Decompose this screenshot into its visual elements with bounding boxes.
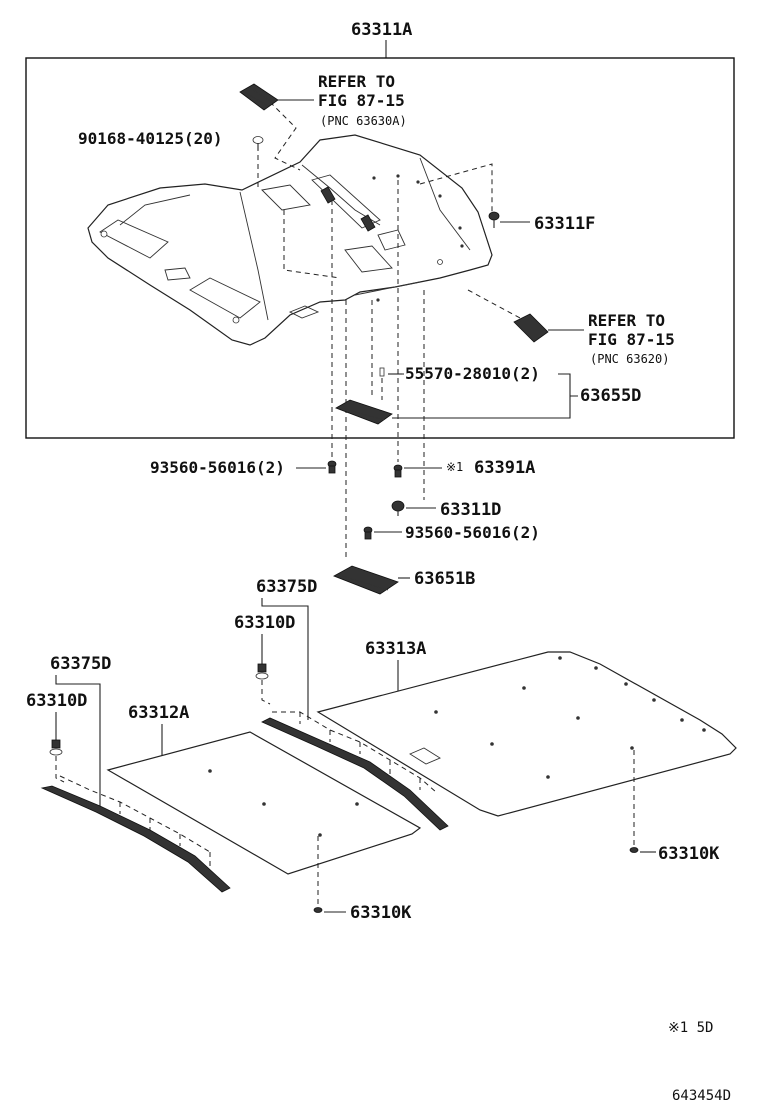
label-63655d: 63655D [580, 386, 641, 406]
refer-rear-line2: FIG 87-15 [588, 330, 675, 349]
label-63310k-mid: 63310K [350, 903, 412, 923]
refer-rear-line1: REFER TO [588, 311, 665, 330]
label-55570-28010: 55570-28010(2) [405, 364, 540, 383]
clip-icon [252, 136, 264, 150]
label-63313a: 63313A [365, 639, 426, 659]
label-63391a: 63391A [474, 458, 535, 478]
clip-63310d-left-icon [49, 739, 63, 756]
label-63651b: 63651B [414, 569, 475, 589]
screw-left-icon [327, 460, 337, 474]
clip-63310k-right-icon [629, 847, 639, 853]
bracket-63375d-left [55, 675, 101, 808]
bolt-63311f-icon [488, 211, 500, 228]
refer-front-line3: (PNC 63630A) [320, 114, 407, 128]
assembly-frame [25, 57, 735, 439]
label-90168-40125: 90168-40125(20) [78, 129, 223, 148]
dash-left-clip [55, 756, 65, 783]
screw-right-icon [363, 526, 373, 540]
trim-strip-mid [261, 711, 449, 831]
clip-63310d-mid-icon [255, 663, 269, 680]
fastener-63311d-icon [391, 500, 405, 516]
label-63311d: 63311D [440, 500, 501, 520]
trim-strip-left [40, 775, 231, 893]
roof-panel-63312a [106, 731, 422, 875]
screw-55570-icon [379, 367, 385, 377]
label-63375d-left: 63375D [50, 654, 111, 674]
refer-rear-line3: (PNC 63620) [590, 352, 669, 366]
roof-panel-63313a [316, 651, 737, 817]
label-93560-right: 93560-56016(2) [405, 523, 540, 542]
label-63310d-mid: 63310D [234, 613, 295, 633]
dash-63311f [419, 163, 493, 212]
mark-63391a: ※1 [446, 460, 463, 474]
dash-mid-clip [261, 680, 271, 705]
screw-63391a-icon [393, 464, 403, 478]
bracket-63655d [392, 373, 578, 419]
dash-front-lamp [269, 101, 301, 171]
bracket-63375d-mid [261, 598, 309, 720]
headliner-panel [87, 134, 493, 346]
label-63311a: 63311A [351, 20, 412, 40]
diagram-id: 643454D [672, 1088, 731, 1104]
front-map-lamp [239, 83, 279, 111]
label-93560-left: 93560-56016(2) [150, 458, 285, 477]
footnote: ※1 5D [668, 1020, 713, 1036]
clip-63310k-mid-icon [313, 907, 323, 913]
refer-front-line1: REFER TO [318, 72, 395, 91]
label-63310d-left: 63310D [26, 691, 87, 711]
grille-63651b [333, 565, 399, 595]
label-63312a: 63312A [128, 703, 189, 723]
grille-63655d [335, 399, 393, 425]
rear-dome-lamp [513, 313, 549, 343]
refer-front-line2: FIG 87-15 [318, 91, 405, 110]
dash-box-left [283, 210, 341, 279]
label-63375d-mid: 63375D [256, 577, 317, 597]
label-63311f: 63311F [534, 214, 595, 234]
dash-rear-lamp [467, 289, 521, 319]
label-63310k-right: 63310K [658, 844, 720, 864]
